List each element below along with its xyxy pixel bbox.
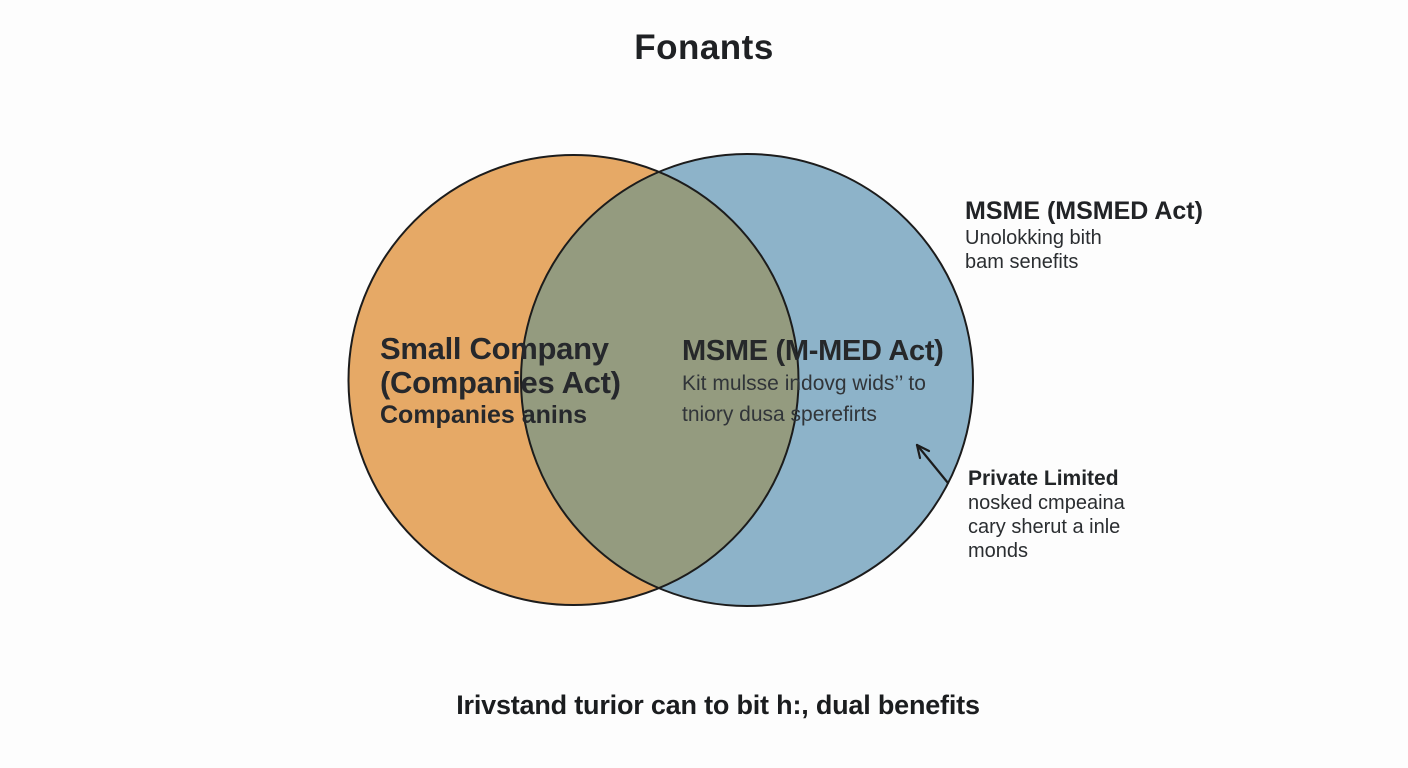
msme-outside-body-line1: Unolokking bith — [965, 227, 1102, 249]
private-limited-label: Private Limited nosked cmpeaina cary she… — [968, 467, 1125, 563]
private-limited-body-line3: monds — [968, 540, 1029, 562]
msme-outside-body-line2: bam senefits — [965, 251, 1079, 273]
private-limited-body-line1: nosked cmpeaina — [968, 492, 1125, 514]
bottom-caption: Irivstand turior can to bit h:, dual ben… — [456, 690, 980, 720]
private-limited-body-line2: cary sherut a inle — [968, 516, 1121, 538]
private-limited-heading: Private Limited — [968, 467, 1119, 490]
overlap-region — [521, 155, 799, 605]
diagram-title: Fonants — [634, 28, 774, 67]
left-circle-outline — [347, 154, 800, 606]
left-circle-label: Small Company (Companies Act) Companies … — [380, 332, 621, 431]
msme-outside-label: MSME (MSMED Act) Unolokking bith bam sen… — [965, 196, 1203, 274]
overlap-label: MSME (M-MED Act) Kit mulsse indovg wids’… — [682, 334, 944, 430]
overlap-body-line1: Kit mulsse indovg wids’’ to — [682, 372, 926, 395]
annotation-arrow-icon — [915, 443, 950, 485]
left-circle-subline: Companies anins — [380, 401, 587, 429]
right-circle-outline — [520, 153, 974, 607]
overlap-heading: MSME (M-MED Act) — [682, 335, 944, 367]
left-circle-heading-line1: Small Company — [380, 331, 609, 366]
msme-outside-heading: MSME (MSMED Act) — [965, 197, 1203, 225]
overlap-body-line2: tniory dusa sperefirts — [682, 403, 877, 426]
left-circle-heading-line2: (Companies Act) — [380, 365, 621, 400]
